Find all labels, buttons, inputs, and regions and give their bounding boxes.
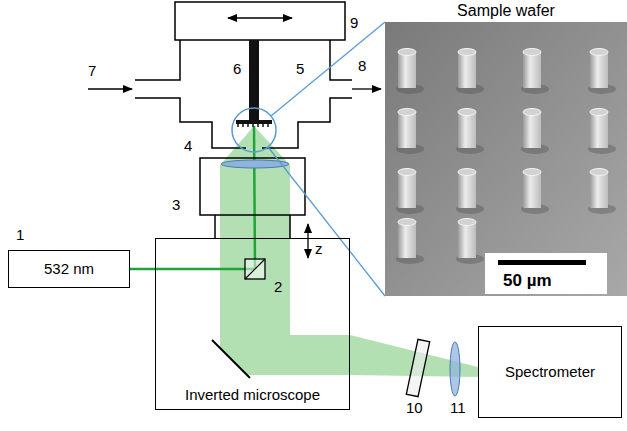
callout-number: 5 [296,60,304,77]
sem-image-panel: Sample wafer 50 µm [385,0,627,298]
spectrometer-box: Spectrometer [478,326,622,418]
mirror [212,340,250,378]
box-label: 532 nm [44,260,94,278]
translation-stage [175,2,345,40]
callout-number: 9 [350,14,358,31]
callout-number: 1 [16,226,24,243]
image-heading: Sample wafer [385,1,627,20]
callout-number: 8 [358,57,366,74]
sem-image [385,22,627,296]
zoom-line [271,22,385,116]
scale-label: 50 µm [503,271,552,290]
laser-beam-connector [130,268,155,271]
laser-beam [155,268,255,271]
callout-number: 10 [406,399,423,416]
outlet-arrow [352,88,381,89]
callout-number: 11 [450,399,466,416]
zoom-circle [232,108,276,152]
box-label: Inverted microscope [156,386,349,404]
callout-number: 4 [184,137,192,154]
scale-bar [498,260,586,265]
z-arrow [307,224,308,258]
focusing-lens [450,342,460,396]
callout-number: z [315,240,323,257]
objective [200,158,305,215]
light-beam [220,126,350,375]
laser-beam [254,126,255,269]
microscope-box: Inverted microscope [155,238,350,410]
zoom-line [268,147,385,296]
callout-number: 7 [88,62,96,79]
callout-number: 6 [233,60,241,77]
callout-number: 2 [274,278,282,295]
sample-holder [249,40,259,122]
callout-number: 3 [172,196,180,213]
scale-box [485,253,607,294]
box-label: Spectrometer [505,363,595,381]
flow-chamber [135,40,352,148]
beam-splitter [245,259,265,279]
laser-box: 532 nm [8,250,130,288]
inlet-arrow [88,88,132,89]
filter [406,339,429,396]
